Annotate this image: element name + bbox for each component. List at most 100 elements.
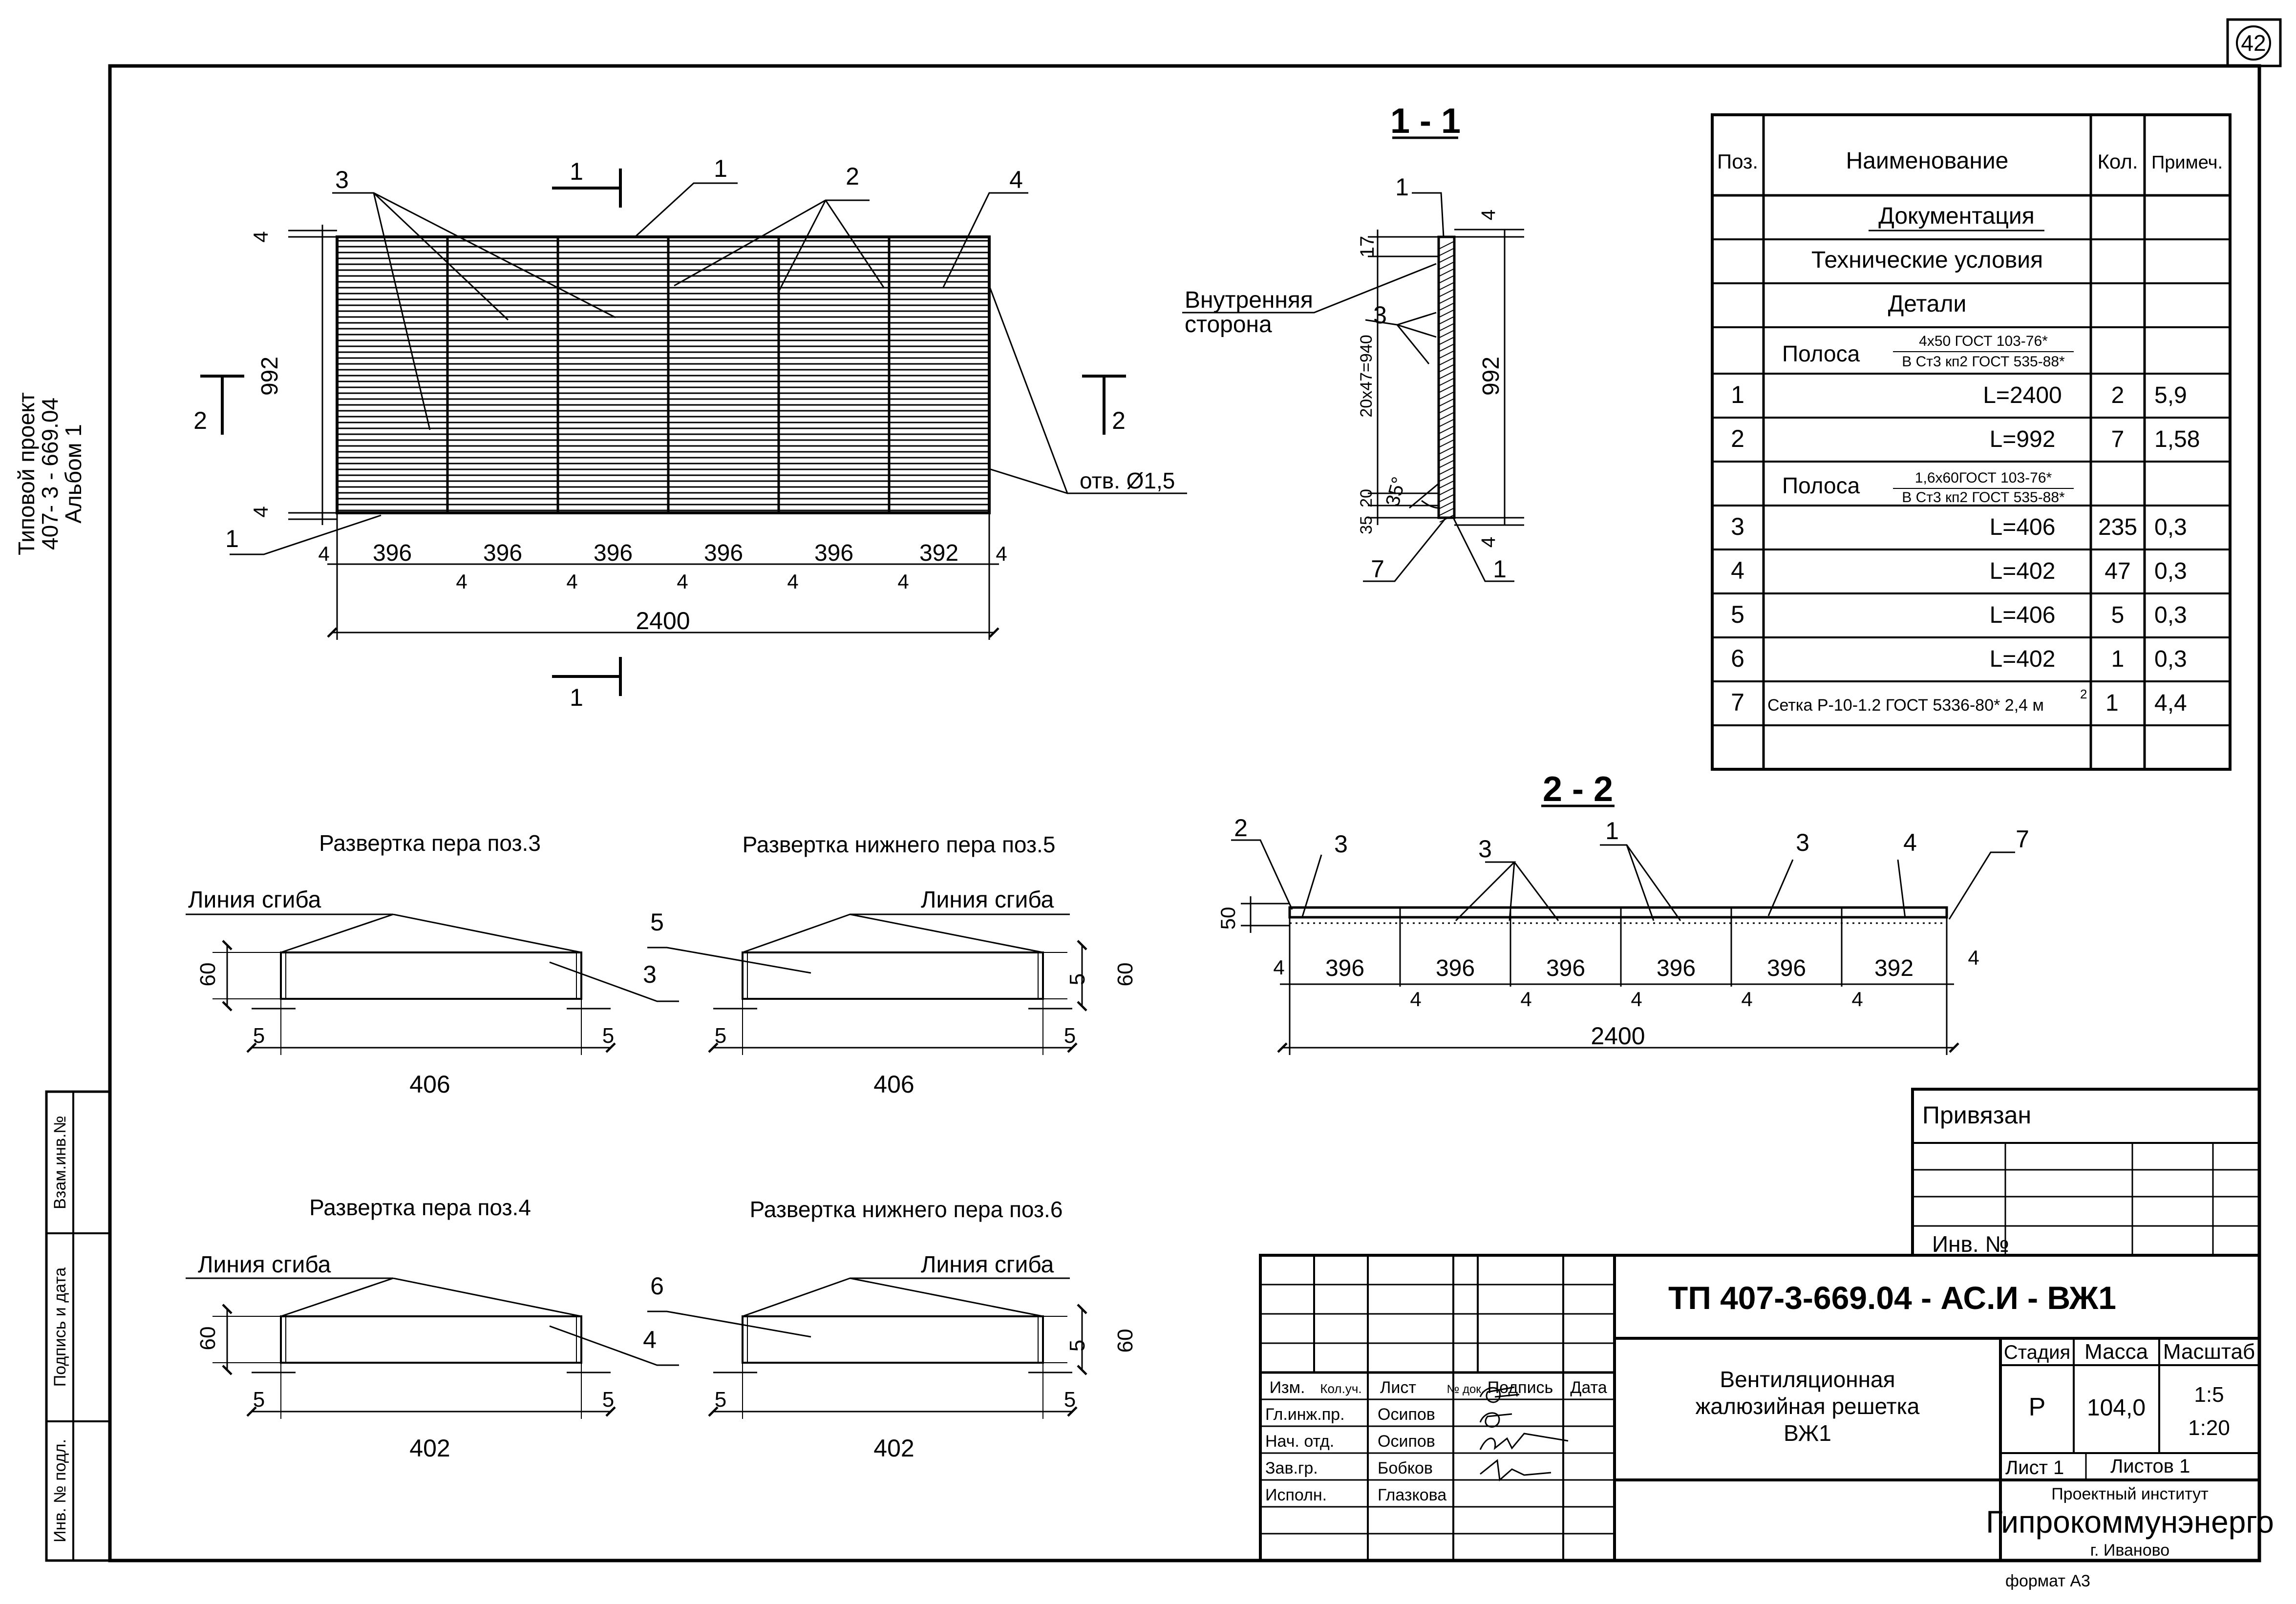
section-hatch-line (1439, 269, 1454, 276)
s22-leader-3a: 3 (1334, 830, 1348, 858)
unfoldings (186, 913, 1087, 1419)
s22-end-right: 4 (1968, 946, 1979, 969)
section-hatch-line (1439, 453, 1454, 461)
unfold-3-title: Развертка пера поз.3 (319, 830, 541, 856)
spec-strip1-bottom: В Ст3 кп2 ГОСТ 535-88* (1902, 354, 2065, 370)
unfold-5-pos: 5 (650, 908, 664, 936)
plan-gap-5: 4 (787, 570, 798, 593)
plan-hatch (337, 240, 989, 511)
unfold-3-width: 406 (409, 1071, 450, 1098)
tb-scale-2: 1:20 (2188, 1416, 2230, 1440)
s22-bay-1: 396 (1325, 955, 1364, 981)
tb-role-1: Гл.инж.пр. (1265, 1405, 1345, 1424)
spec-row-note: 4,4 (2154, 690, 2187, 716)
s11-dim-940: 20х47=940 (1357, 335, 1376, 417)
section-hatch-line (1439, 364, 1454, 372)
inner-side-2: сторона (1185, 312, 1272, 338)
plan-leader-1-bottom: 1 (225, 525, 239, 552)
spec-strip1-name: Полоса (1782, 341, 1860, 366)
unfold-4-height: 60 (196, 1327, 220, 1351)
spec-row-qty: 2 (2111, 382, 2125, 408)
s11-dim-4-top: 4 (1478, 210, 1499, 220)
unfold-5-edge-right: 5 (1064, 1024, 1076, 1048)
spec-row-name: L=406 (1990, 602, 2056, 628)
unfold-3-edge-right: 5 (602, 1024, 614, 1048)
section-hatch-line (1439, 515, 1454, 523)
spec-row-pos: 1 (1731, 381, 1744, 408)
spec-row-note: 0,3 (2154, 646, 2187, 672)
plan-gap-7: 4 (996, 542, 1007, 565)
tb-institute: Гипрокоммунэнерго (1986, 1504, 2274, 1540)
tb-role-4: Исполн. (1265, 1486, 1327, 1504)
spec-row-1: 1 L=2400 2 5,9 (1731, 381, 2187, 408)
section-hatch-line (1439, 501, 1454, 509)
section-1-1-title: 1 - 1 (1390, 102, 1461, 141)
tb-head-doc: № док. (1447, 1383, 1485, 1396)
section-hatch-line (1439, 481, 1454, 488)
s11-dim-4-bottom: 4 (1478, 537, 1499, 548)
bend-line-leader (186, 913, 582, 953)
unfolding-outline (742, 1315, 1044, 1364)
spec-row-pos: 7 (1731, 689, 1744, 716)
section-hatch-line (1439, 426, 1454, 434)
spec-row-4: 4 L=402 47 0,3 (1731, 557, 2187, 584)
section-hatch-line (1439, 255, 1454, 263)
section-hatch-line (1439, 330, 1454, 338)
s11-leader-1-bottom: 1 (1493, 555, 1507, 583)
project-label: Типовой проект 407- 3 - 669.04 Альбом 1 (14, 392, 86, 555)
spec-row-qty: 235 (2098, 514, 2137, 540)
spec-tech-conditions: Технические условия (1811, 247, 2043, 273)
spec-row-7: 7 Сетка Р-10-1.2 ГОСТ 5336-80* 2,4 м 2 1… (1731, 687, 2187, 716)
plan-gap-2: 4 (456, 570, 467, 593)
tb-name-1: Осипов (1378, 1405, 1435, 1424)
section-hatch-line (1439, 474, 1454, 482)
unfold-5-side: 5 (1065, 973, 1089, 985)
spec-row-name: L=2400 (1983, 382, 2062, 408)
spec-row-sup: 2 (2080, 687, 2087, 701)
spec-head-name: Наименование (1846, 148, 2009, 174)
position-leader (647, 1310, 811, 1338)
section-hatch-line (1439, 241, 1454, 249)
section-hatch (1439, 241, 1454, 523)
s11-leader-7: 7 (1371, 555, 1384, 583)
s22-gap-2: 4 (1520, 988, 1531, 1011)
unfold-3-pos: 3 (643, 961, 657, 988)
section-hatch-line (1439, 275, 1454, 283)
stamp-sign-date: Подпись и дата (51, 1267, 69, 1387)
spec-row-pos: 6 (1731, 645, 1744, 672)
unfold-5-edge-left: 5 (715, 1024, 726, 1048)
section-hatch-line (1439, 351, 1454, 359)
plan-total: 2400 (636, 607, 690, 634)
s22-bay-6: 392 (1874, 955, 1913, 981)
spec-row-name: Сетка Р-10-1.2 ГОСТ 5336-80* 2,4 м (1767, 696, 2044, 715)
unfold-4-edge-left: 5 (253, 1388, 265, 1412)
section-hatch-line (1439, 385, 1454, 393)
unfolding-3 (186, 1277, 679, 1419)
s11-leader-3: 3 (1373, 301, 1387, 329)
spec-strip2-name: Полоса (1782, 473, 1860, 498)
plan-gap-6: 4 (897, 570, 909, 593)
bend-line-leader (742, 1277, 1070, 1317)
spec-row-3: 3 L=406 235 0,3 (1731, 513, 2187, 540)
s22-dim-50: 50 (1216, 907, 1239, 930)
plan-leader-4: 4 (1009, 166, 1023, 193)
plan-bay-4: 396 (704, 540, 743, 566)
spec-head-pos: Поз. (1717, 150, 1758, 173)
tb-head-date: Дата (1570, 1378, 1607, 1397)
section-hatch-line (1439, 446, 1454, 454)
plan-sect2-left: 2 (193, 407, 207, 434)
tb-name-2: Осипов (1378, 1432, 1435, 1451)
section-hatch-line (1439, 323, 1454, 331)
spec-row-5: 5 L=406 5 0,3 (1731, 601, 2187, 628)
spec-row-name: L=992 (1990, 426, 2056, 452)
unfold-6-edge-left: 5 (715, 1388, 726, 1412)
section-2-2 (1231, 804, 2015, 1055)
s11-leader-1-top: 1 (1395, 173, 1409, 201)
spec-row-name: L=402 (1990, 558, 2056, 584)
tb-head-sign: Подпись (1488, 1378, 1553, 1397)
section-hatch-line (1439, 412, 1454, 420)
unfold-5-title: Развертка нижнего пера поз.5 (743, 832, 1056, 857)
plan-dim-top-4: 4 (249, 231, 272, 242)
s11-dim-17: 17 (1357, 236, 1378, 258)
